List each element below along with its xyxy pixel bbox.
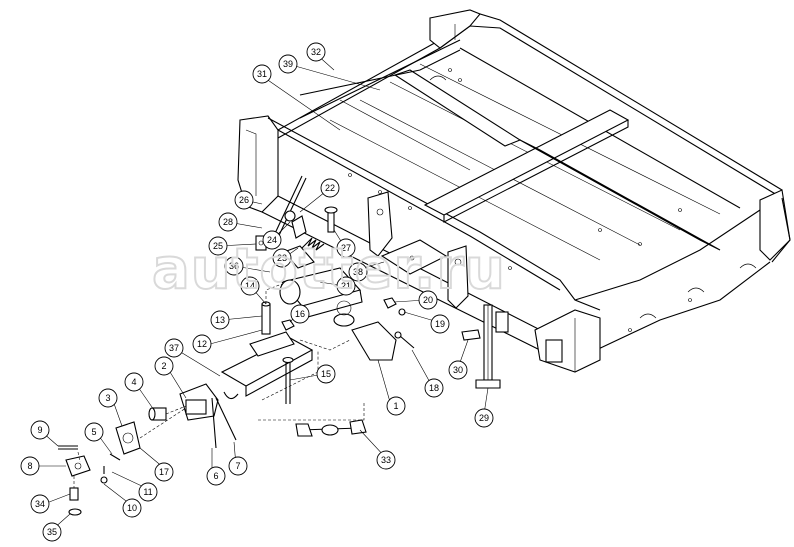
callout-2: 2 (154, 356, 174, 376)
callout-14: 14 (240, 276, 260, 296)
svg-text:8: 8 (27, 461, 32, 471)
small-parts (58, 407, 167, 516)
callout-11: 11 (138, 482, 158, 502)
svg-text:3: 3 (105, 393, 110, 403)
svg-text:23: 23 (277, 253, 287, 263)
callout-31: 31 (252, 64, 272, 84)
callout-30: 30 (448, 360, 468, 380)
svg-text:12: 12 (197, 339, 207, 349)
callout-37: 37 (164, 338, 184, 358)
callouts: 1 2 3 4 5 6 7 8 9 10 11 12 13 14 15 16 1… (20, 42, 494, 542)
svg-text:36: 36 (229, 261, 239, 271)
callout-22: 22 (320, 178, 340, 198)
svg-text:21: 21 (341, 281, 351, 291)
hitch-assembly (255, 175, 469, 361)
callout-10: 10 (122, 498, 142, 518)
callout-34: 34 (30, 494, 50, 514)
svg-text:7: 7 (235, 461, 240, 471)
svg-text:39: 39 (283, 59, 293, 69)
svg-text:26: 26 (239, 195, 249, 205)
rail-holes (348, 68, 692, 332)
callout-6: 6 (206, 466, 226, 486)
svg-text:5: 5 (91, 427, 96, 437)
callout-26: 26 (234, 190, 254, 210)
callout-32: 32 (306, 42, 326, 62)
main-frame (237, 9, 791, 373)
callout-18: 18 (424, 378, 444, 398)
callout-5: 5 (84, 422, 104, 442)
svg-text:38: 38 (353, 267, 363, 277)
svg-text:30: 30 (453, 365, 463, 375)
coupler (179, 331, 314, 449)
callout-28: 28 (218, 212, 238, 232)
callout-15: 15 (316, 364, 336, 384)
callout-38: 38 (348, 262, 368, 282)
callout-24: 24 (262, 230, 282, 250)
svg-text:11: 11 (143, 487, 152, 497)
callout-19: 19 (430, 314, 450, 334)
svg-text:35: 35 (47, 527, 57, 537)
callout-3: 3 (98, 388, 118, 408)
svg-text:31: 31 (257, 69, 267, 79)
svg-text:22: 22 (325, 183, 335, 193)
svg-text:34: 34 (35, 499, 45, 509)
svg-text:14: 14 (245, 281, 255, 291)
callout-25: 25 (208, 236, 228, 256)
callout-13: 13 (210, 310, 230, 330)
svg-text:29: 29 (479, 413, 489, 423)
svg-text:18: 18 (429, 383, 439, 393)
callout-1: 1 (386, 396, 406, 416)
callout-9: 9 (30, 420, 50, 440)
svg-text:4: 4 (131, 377, 136, 387)
svg-text:1: 1 (393, 401, 398, 411)
svg-text:15: 15 (321, 369, 331, 379)
callout-23: 23 (272, 248, 292, 268)
callout-21: 21 (336, 276, 356, 296)
callout-27: 27 (336, 238, 356, 258)
turnbuckle (295, 419, 367, 437)
svg-text:2: 2 (161, 361, 166, 371)
callout-17: 17 (154, 462, 174, 482)
svg-text:10: 10 (127, 503, 137, 513)
svg-text:25: 25 (213, 241, 223, 251)
callout-39: 39 (278, 54, 298, 74)
jack-stand (461, 304, 509, 389)
svg-text:20: 20 (423, 295, 433, 305)
callout-36: 36 (224, 256, 244, 276)
svg-text:24: 24 (267, 235, 277, 245)
svg-text:6: 6 (213, 471, 218, 481)
callout-29: 29 (474, 408, 494, 428)
svg-text:13: 13 (215, 315, 225, 325)
callout-35: 35 (42, 522, 62, 542)
callout-12: 12 (192, 334, 212, 354)
callout-33: 33 (376, 450, 396, 470)
bolt-15 (282, 356, 294, 404)
callout-20: 20 (418, 290, 438, 310)
svg-text:33: 33 (381, 455, 391, 465)
svg-text:16: 16 (295, 309, 305, 319)
svg-text:37: 37 (169, 343, 179, 353)
callout-4: 4 (124, 372, 144, 392)
svg-text:17: 17 (159, 467, 169, 477)
svg-text:32: 32 (311, 47, 321, 57)
svg-text:9: 9 (37, 425, 42, 435)
callout-7: 7 (228, 456, 248, 476)
svg-text:19: 19 (435, 319, 445, 329)
svg-text:27: 27 (341, 243, 351, 253)
svg-text:28: 28 (223, 217, 233, 227)
callout-16: 16 (290, 304, 310, 324)
callout-8: 8 (20, 456, 40, 476)
